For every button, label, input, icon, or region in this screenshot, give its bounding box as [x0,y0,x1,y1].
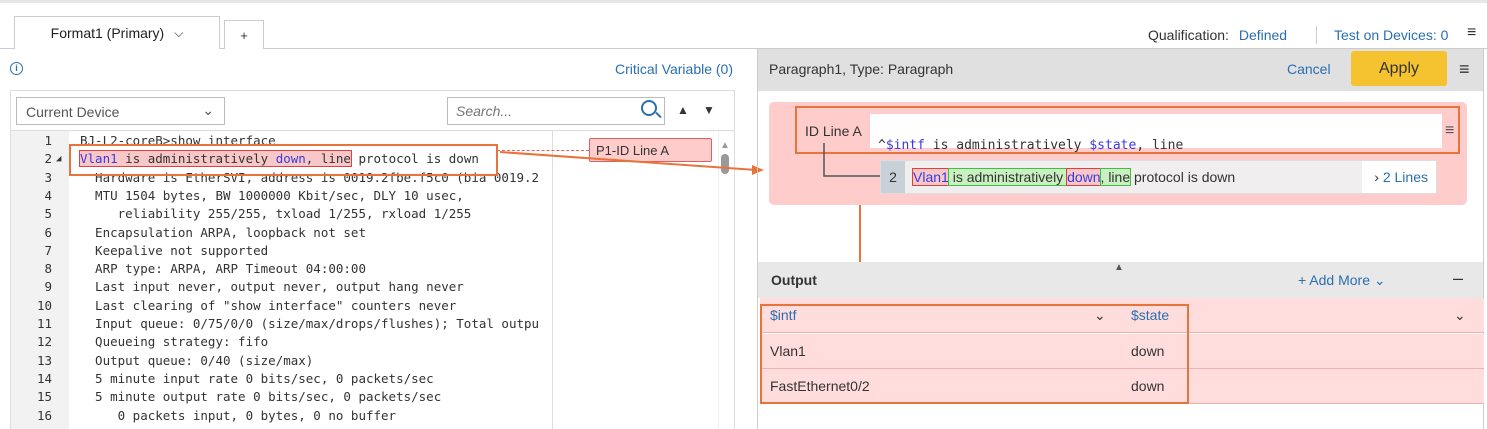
line-number: 4 [44,187,52,203]
test-on-devices-link[interactable]: Test on Devices: 0 [1334,27,1449,43]
add-tab-button[interactable]: + [224,20,264,49]
top-border [0,0,1487,3]
chevron-down-icon[interactable]: ⌄ [1454,306,1466,323]
tab-label: Format1 (Primary) [50,25,165,41]
chevron-down-icon: ⌄ [202,102,214,118]
code-text: 5 minute output rate 0 bits/sec, 0 packe… [80,389,442,405]
line-number: 16 [36,407,52,423]
highlight-box [795,106,1460,154]
code-text: Last clearing of "show interface" counte… [80,297,457,313]
pattern-input[interactable]: ^$intf is administratively $state, line [870,114,1442,153]
paragraph-title: Paragraph1, Type: Paragraph [769,61,954,77]
code-line: 5 reliability 255/255, txload 1/255, rxl… [0,205,540,223]
code-text: ARP type: ARPA, ARP Timeout 04:00:00 [80,261,366,277]
code-text: reliability 255/255, txload 1/255, rxloa… [80,206,472,222]
tab-strip-line [0,48,1487,49]
matched-line: Vlan1 is administratively down, line pro… [79,150,479,168]
line-number: 1 [44,133,52,148]
divider [1316,26,1317,44]
line-number: 15 [36,389,52,405]
code-text: 5 minute input rate 0 bits/sec, 0 packet… [80,370,434,386]
code-line: 16 0 packets input, 0 bytes, 0 no buffer [0,407,540,425]
menu-icon[interactable]: ≡ [1467,24,1477,41]
search-icon[interactable] [641,100,657,116]
output-header [758,262,1483,298]
line-gutter [11,131,69,429]
line-number: 13 [36,352,52,368]
line-number: 10 [36,297,52,313]
add-more-button[interactable]: + Add More ⌄ [1298,272,1386,288]
device-select[interactable]: Current Device ⌄ [16,97,225,125]
code-line: 14 5 minute input rate 0 bits/sec, 0 pac… [0,370,540,388]
resize-handle[interactable]: ▲ [1114,262,1124,273]
info-icon[interactable]: i [10,62,23,75]
code-text: 0 packets input, 0 bytes, 0 no buffer [80,407,397,423]
table-row: Vlan1 down [760,334,1484,369]
cancel-button[interactable]: Cancel [1287,61,1331,77]
code-line: 13 Output queue: 0/40 (size/max) [0,352,540,370]
id-line-label: ID Line A [805,123,862,139]
search-input[interactable] [447,97,665,125]
menu-icon[interactable]: ≡ [1459,59,1470,79]
code-line: 4 MTU 1504 bytes, BW 1000000 Kbit/sec, D… [0,187,540,205]
expand-lines[interactable]: › 2 Lines [1362,161,1436,193]
qualification: Qualification: Defined [1148,27,1288,43]
highlight-box [69,144,498,176]
code-text: Keepalive not supported [80,242,269,258]
code-line: 2 ◢ Vlan1 is administratively down, line p… [0,150,540,168]
code-line: 15 5 minute output rate 0 bits/sec, 0 pa… [0,388,540,406]
chevron-down-icon: ⌵ [174,25,184,40]
code-line: 8 ARP type: ARPA, ARP Timeout 04:00:00 [0,260,540,278]
next-match-button[interactable]: ▼ [703,103,715,117]
code-line: 3 Hardware is EtherSVI, address is 0019.… [0,169,540,187]
line-number: 9 [44,279,52,295]
match-line-number: 2 [881,161,905,193]
code-line: 9 Last input never, output never, output… [0,278,540,296]
line-number: 11 [36,316,52,331]
collapse-icon[interactable]: ◢ [56,154,62,165]
code-text: Input queue: 0/75/0/0 (size/max/drops/fl… [80,316,540,331]
line-number: 8 [44,261,52,277]
line-label-p1[interactable]: P1-ID Line A [589,138,712,162]
code-line: 12 Queueing strategy: fifo [0,333,540,351]
line-number: 2 [44,151,52,167]
tab-format1[interactable]: Format1 (Primary) ⌵ [14,16,220,49]
scroll-up-button[interactable]: ▲ [720,140,730,151]
code-text: Last input never, output never, output h… [80,279,464,295]
critical-variable-link[interactable]: Critical Variable (0) [615,61,733,77]
left-panel [10,90,735,429]
output-column-header: $intf ⌄ $state ⌄ [760,298,1484,333]
code-text: Encapsulation ARPA, loopback not set [80,224,366,240]
column-header-intf[interactable]: $intf [770,307,797,323]
code-text: Output queue: 0/40 (size/max) [80,352,314,368]
code-line: 11 Input queue: 0/75/0/0 (size/max/drops… [0,315,540,333]
highlight-box [760,304,1189,404]
line-number: 7 [44,242,52,258]
code-line: 10 Last clearing of "show interface" cou… [0,297,540,315]
match-preview: 2 Vlan1 is administratively down, line p… [880,160,1437,194]
line-number: 5 [44,206,52,222]
output-title: Output [771,272,817,288]
line-number: 3 [44,169,52,185]
apply-button[interactable]: Apply [1351,51,1447,86]
qualification-value[interactable]: Defined [1238,27,1288,43]
line-number: 12 [36,334,52,350]
previous-match-button[interactable]: ▲ [677,103,689,117]
chevron-right-icon: › [1374,169,1379,185]
code-text: Hardware is EtherSVI, address is 0019.2f… [80,169,540,185]
line-menu-icon[interactable]: ≡ [1445,122,1455,139]
code-line: 7 Keepalive not supported [0,242,540,260]
line-number: 6 [44,224,52,240]
collapse-button[interactable]: – [1453,268,1464,288]
right-panel [757,48,1484,429]
chevron-down-icon[interactable]: ⌄ [1094,306,1106,323]
code-text: Queueing strategy: fifo [80,334,269,350]
code-line: 6 Encapsulation ARPA, loopback not set [0,224,540,242]
scrollbar-thumb[interactable] [721,154,729,174]
code-text: MTU 1504 bytes, BW 1000000 Kbit/sec, DLY… [80,187,464,203]
column-header-state[interactable]: $state [1131,307,1170,323]
line-number: 14 [36,370,52,386]
